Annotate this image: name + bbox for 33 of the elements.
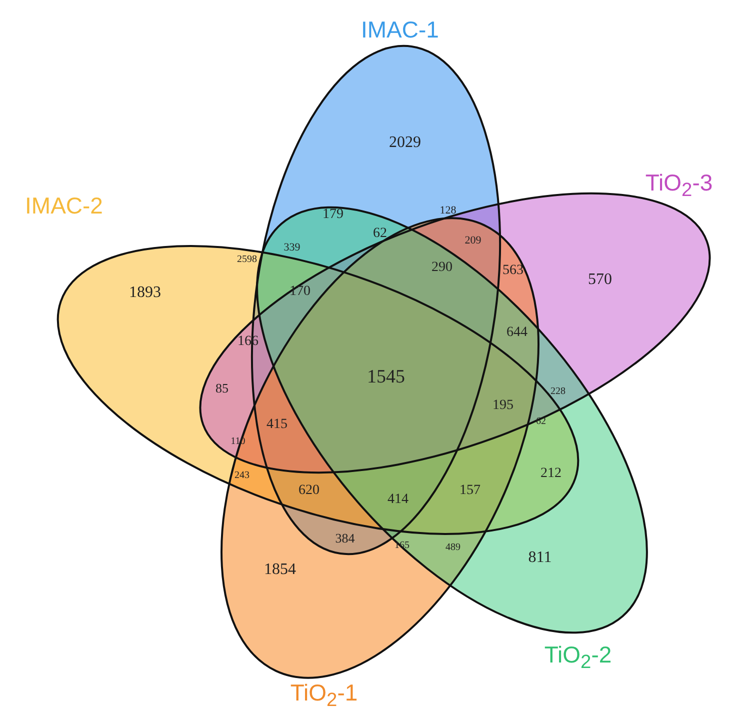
set-label: IMAC-2 — [25, 194, 103, 218]
region-count: 563 — [502, 264, 524, 278]
region-count: 339 — [284, 242, 300, 254]
region-count: 209 — [464, 236, 482, 246]
region-count: 620 — [298, 484, 320, 498]
region-count: 62 — [536, 417, 546, 427]
region-count: 1545 — [367, 368, 405, 386]
region-count: 243 — [234, 471, 250, 481]
region-count: 1854 — [264, 562, 296, 578]
region-count: 384 — [335, 532, 355, 544]
region-count: 570 — [588, 272, 612, 288]
region-count: 170 — [290, 285, 310, 299]
region-count: 228 — [550, 387, 566, 397]
region-count: 414 — [388, 493, 408, 507]
region-count: 212 — [540, 467, 562, 481]
set-label: TiO$_{2}$-3 — [645, 172, 713, 200]
region-count: 85 — [216, 382, 228, 394]
region-count: 2598 — [237, 255, 257, 265]
set-label: IMAC-1 — [361, 18, 439, 42]
region-count: 128 — [440, 206, 456, 216]
region-count: 179 — [322, 208, 344, 222]
region-count: 157 — [460, 484, 480, 498]
region-count: 644 — [506, 326, 528, 340]
region-count: 1893 — [129, 285, 161, 301]
region-count: 489 — [446, 543, 460, 553]
region-count: 2029 — [389, 135, 421, 151]
region-count: 62 — [373, 227, 387, 241]
set-label: TiO$_{2}$-1 — [290, 682, 358, 710]
region-count: 290 — [432, 261, 452, 275]
region-count: 811 — [528, 550, 552, 566]
set-label: TiO$_{2}$-2 — [544, 644, 612, 672]
region-count: 195 — [492, 399, 514, 413]
region-count: 415 — [266, 418, 288, 432]
